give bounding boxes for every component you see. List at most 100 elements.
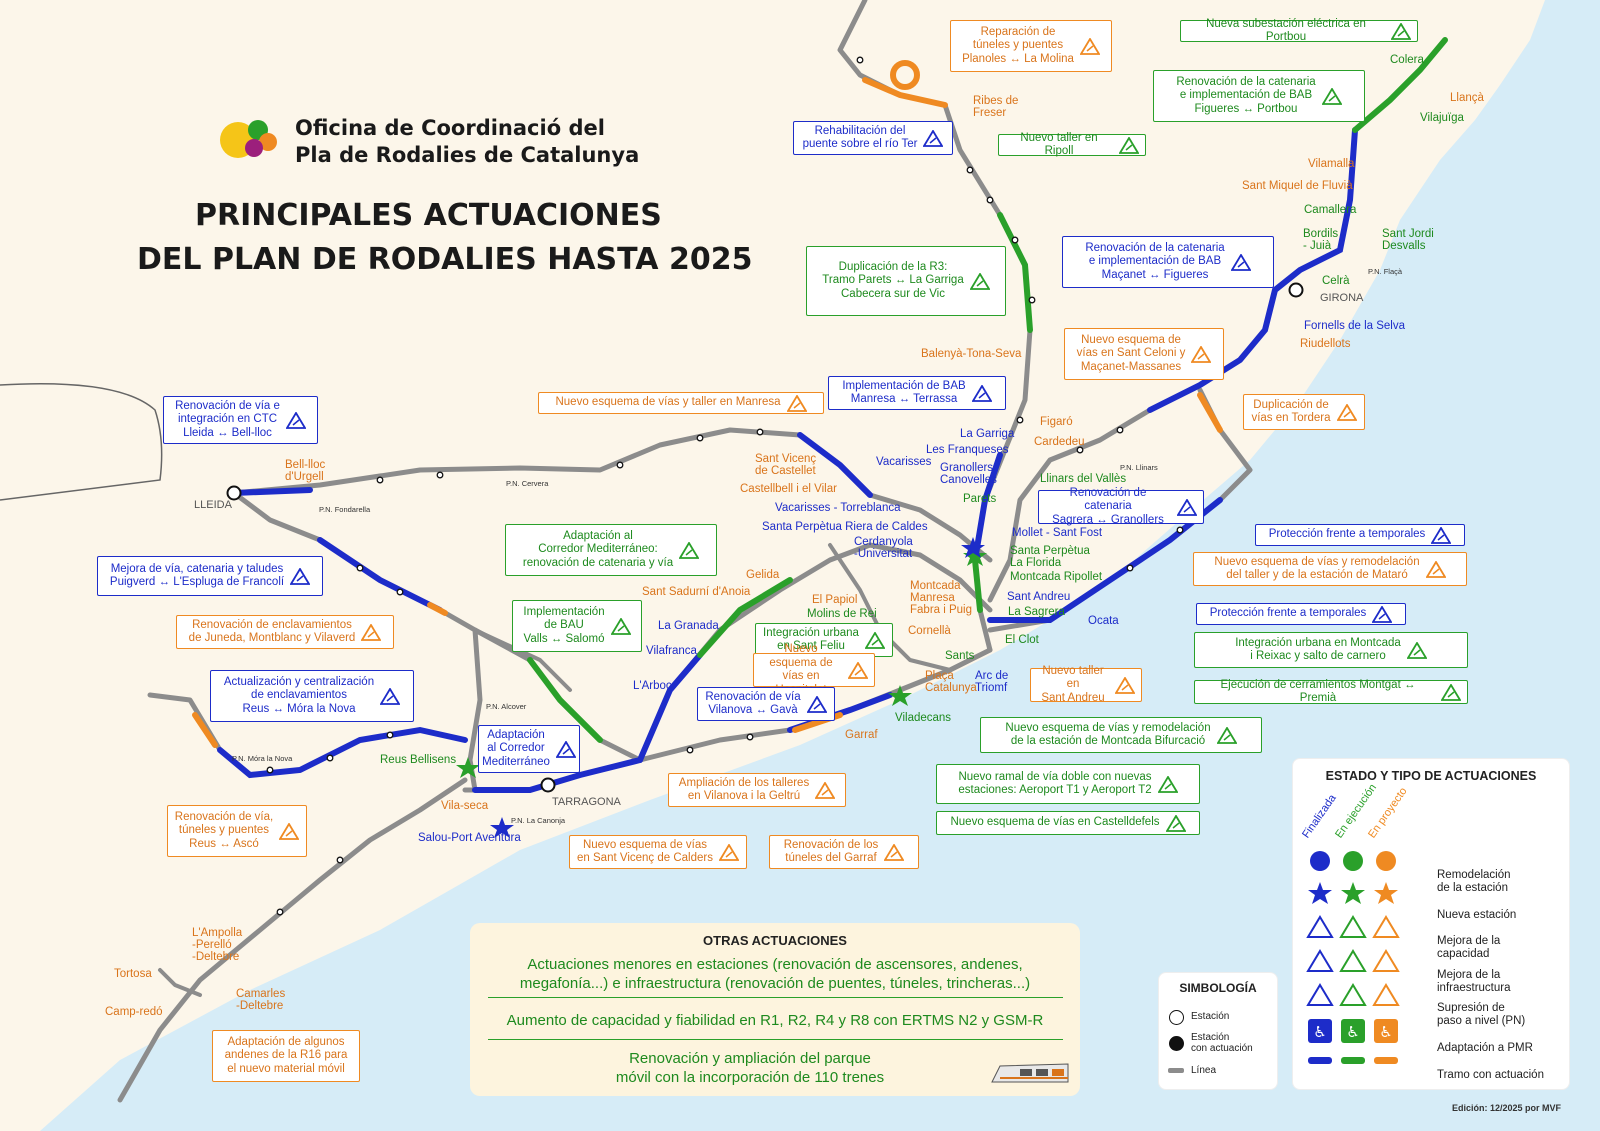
- station-label: Camarles -Deltebre: [236, 988, 286, 1012]
- station-label: Bordils - Juià: [1303, 228, 1339, 252]
- callout-box: Ejecución de cerramientos Montgat ↔ Prem…: [1194, 678, 1468, 705]
- capacidad-icon: [786, 394, 807, 412]
- org-logo: [220, 118, 282, 160]
- new-station-star: [490, 817, 514, 838]
- capacidad-icon: [969, 272, 990, 290]
- callout-box: Nuevo ramal de vía doble con nuevas esta…: [936, 764, 1200, 804]
- callout-box: Nuevo taller en Sant Andreu: [1030, 665, 1142, 704]
- capacidad-icon: [923, 129, 944, 147]
- callout-box: Rehabilitación del puente sobre el río T…: [793, 121, 953, 155]
- capacidad-icon: [1157, 775, 1178, 793]
- callout-box: Protección frente a temporales: [1196, 603, 1406, 625]
- pn-label: P.N. Móra la Nova: [232, 754, 293, 763]
- symbol-station: [1169, 1010, 1184, 1025]
- station-label: Granollers- Canovelles: [940, 462, 997, 486]
- infraestructura-icon: [285, 411, 306, 429]
- station-label: Vilamalla: [1308, 158, 1355, 170]
- callout-box: Nuevo esquema de vías y remodelación del…: [1193, 552, 1467, 586]
- capacidad-icon: [971, 384, 992, 402]
- callout-text: Nuevo esquema de vías en Sant Celoni y M…: [1076, 333, 1186, 373]
- station-label: Vilafranca: [646, 645, 697, 657]
- org-name-line2: Pla de Rodalies de Catalunya: [295, 143, 640, 167]
- legend-row-infraestructura: Mejora de la infraestructura: [1437, 969, 1511, 994]
- station-label: Montcada Manresa: [910, 580, 961, 604]
- station-label: L'Ampolla -Perelló -Deltebre: [192, 927, 243, 963]
- callout-text: Renovación de la catenaria e implementac…: [1085, 241, 1225, 281]
- station-dots: [266, 56, 1184, 916]
- station-label: Parets: [963, 493, 997, 505]
- otras-item-3: Renovación y ampliación del parque móvil…: [615, 1050, 885, 1086]
- station-label: Celrà: [1322, 275, 1350, 287]
- station-label: Molins de Rei: [807, 608, 877, 620]
- station-label: Salou-Port Aventura: [418, 832, 521, 844]
- callout-text: Ejecución de cerramientos Montgat ↔ Prem…: [1220, 678, 1416, 705]
- page-title-line1: PRINCIPALES ACTUACIONES: [195, 198, 662, 233]
- pn-label: P.N. La Canonja: [511, 816, 566, 825]
- border-line: [0, 928, 138, 1061]
- station-label: Vacarisses - Torreblanca: [775, 502, 901, 514]
- station-label: Castellbell i el Vilar: [740, 483, 837, 495]
- segment-green: [527, 657, 603, 743]
- station-label: Vilajuïga: [1420, 112, 1464, 124]
- capacidad-icon: [380, 687, 401, 705]
- infraestructura-icon: [1079, 37, 1100, 55]
- station-label: Cerdanyola -Universitat: [854, 536, 913, 560]
- callout-box: Implementación de BAB Manresa ↔ Terrassa: [828, 376, 1006, 410]
- station-label: Sant Jordi Desvalls: [1382, 228, 1434, 252]
- station-label: Reus Bellisens: [380, 754, 457, 766]
- infraestructura-icon: [1321, 87, 1342, 105]
- callout-box: Renovación de la catenaria e implementac…: [1153, 70, 1365, 122]
- station-label: La Sagrera: [1008, 606, 1065, 618]
- callout-text: Renovación de vía Vilanova ↔ Gavà: [705, 690, 801, 717]
- station-label: Vila-seca: [441, 800, 489, 812]
- line-tarragona-south: [117, 777, 468, 1103]
- capacidad-icon: [610, 617, 631, 635]
- callout-text: Protección frente a temporales: [1268, 528, 1426, 541]
- segment-orange: [427, 602, 448, 616]
- line-lleida-manresa: [231, 427, 993, 563]
- callout-text: Nuevo esquema de vías y remodelación de …: [1005, 721, 1211, 748]
- station-label: Llançà: [1450, 92, 1484, 104]
- callout-text: Nuevo esquema de vías y taller en Manres…: [555, 396, 781, 409]
- page-title-line2: DEL PLAN DE RODALIES HASTA 2025: [137, 242, 753, 277]
- station-label: Fornells de la Selva: [1304, 320, 1405, 332]
- otras-title: OTRAS ACTUACIONES: [703, 933, 847, 948]
- station-label: Figaró: [1040, 416, 1073, 428]
- station-label: Mollet - Sant Fost: [1012, 527, 1103, 539]
- segment-blue: [987, 497, 1223, 623]
- callout-box: Reparación de túneles y puentes Planoles…: [950, 20, 1112, 72]
- segment-orange: [192, 712, 218, 748]
- callout-box: Renovación de vía Vilanova ↔ Gavà: [697, 687, 835, 721]
- segment-blue: [972, 452, 1003, 563]
- callout-box: Integración urbana en Sant Feliu: [755, 623, 893, 657]
- infraestructura-icon: [884, 843, 905, 861]
- callout-text: Adaptación al Corredor Mediterráneo: [482, 728, 550, 768]
- capacidad-icon: [1391, 22, 1411, 40]
- callout-box: Renovación de vía e integración en CTC L…: [163, 396, 318, 444]
- station-label: El Papiol: [812, 594, 858, 606]
- segment-green: [972, 557, 983, 613]
- capacidad-icon: [864, 631, 885, 649]
- capacidad-icon: [1165, 814, 1186, 832]
- train-image: [990, 1058, 1070, 1086]
- station-label: Colera: [1390, 54, 1424, 66]
- station-label: Cornellà: [908, 625, 951, 637]
- callout-text: Protección frente a temporales: [1209, 607, 1367, 620]
- sea-area: [40, 0, 1600, 1131]
- callout-text: Renovación de vía, túneles y puentes Reu…: [174, 810, 274, 850]
- station-label: Tortosa: [114, 968, 152, 980]
- callout-box: Actualización y centralización de enclav…: [210, 670, 414, 722]
- svg-text:♿: ♿: [1313, 1023, 1326, 1041]
- capacidad-icon: [815, 781, 836, 799]
- callout-text: Renovación de la catenaria e implementac…: [1176, 75, 1316, 115]
- callout-box: Nuevo taller en Ripoll: [998, 131, 1146, 158]
- callout-box: Renovación de catenaria Sagrera ↔ Granol…: [1038, 487, 1204, 526]
- otras-item-2: Aumento de capacidad y fiabilidad en R1,…: [506, 1012, 1044, 1029]
- infraestructura-icon: [1230, 253, 1251, 271]
- callout-text: Actualización y centralización de enclav…: [223, 675, 375, 715]
- callout-text: Adaptación al Corredor Mediterráneo: ren…: [522, 529, 674, 569]
- callout-text: Nuevo esquema de vías en Sant Vicenç de …: [577, 838, 713, 865]
- callout-text: Nuevo taller en Ripoll: [1020, 131, 1098, 158]
- capacidad-icon: [555, 740, 576, 758]
